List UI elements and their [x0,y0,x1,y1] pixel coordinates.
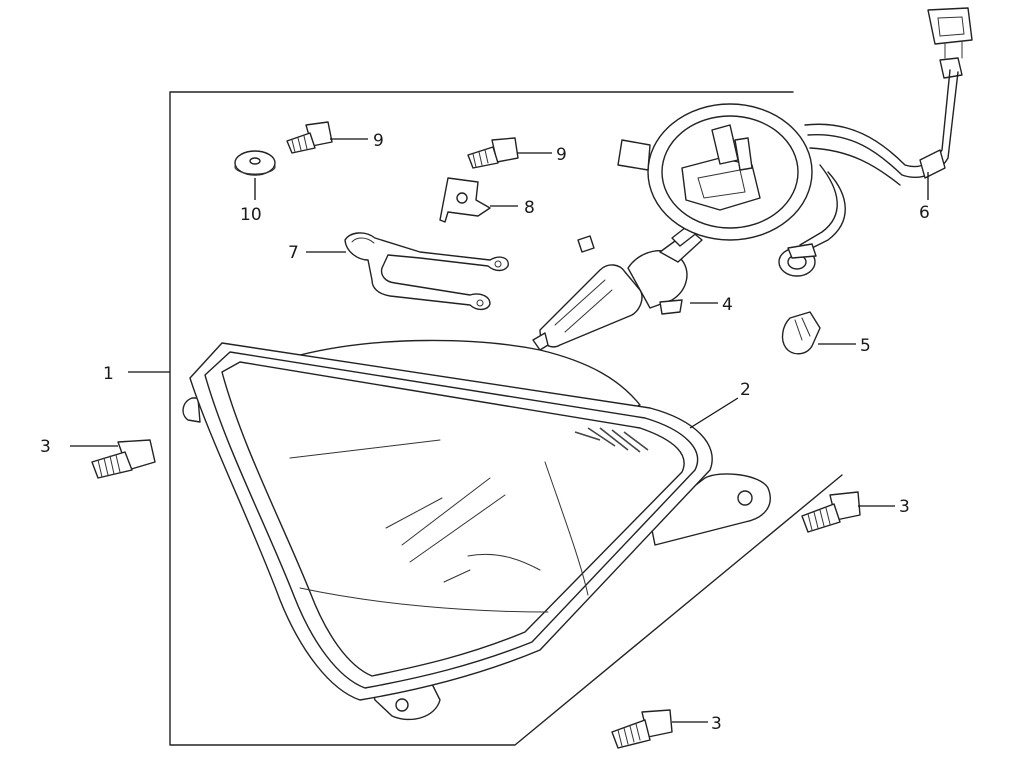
callout-5: 5 [860,336,871,356]
socket-harness-part-6 [617,7,973,277]
screw-part-9-right [467,137,519,169]
callout-9-left: 9 [373,131,384,151]
callout-9-right: 9 [556,145,567,165]
gasket-part-7 [344,232,509,311]
leader-lines [70,138,929,723]
callout-3-right: 3 [899,497,910,517]
position-bulb-part-5 [781,311,821,355]
bracket-part-8 [439,177,491,223]
screw-part-3-right [801,491,861,533]
callout-6: 6 [919,203,930,223]
callout-4: 4 [722,295,733,315]
callout-2: 2 [740,380,751,400]
leader-2 [689,397,739,429]
bulb-part-4 [532,223,703,351]
callout-7: 7 [288,243,299,263]
screw-part-9-left [286,121,333,154]
callout-3-bottom: 3 [711,714,722,734]
headlight-lens-assembly [182,339,771,721]
callout-10: 10 [240,205,262,225]
callout-8: 8 [524,198,535,218]
callout-3-left: 3 [40,437,51,457]
assembly-frame [169,91,843,746]
callout-1: 1 [103,364,114,384]
screw-part-3-bottom [611,709,673,749]
washer-part-10 [234,150,276,176]
screw-part-3-left [91,439,156,479]
